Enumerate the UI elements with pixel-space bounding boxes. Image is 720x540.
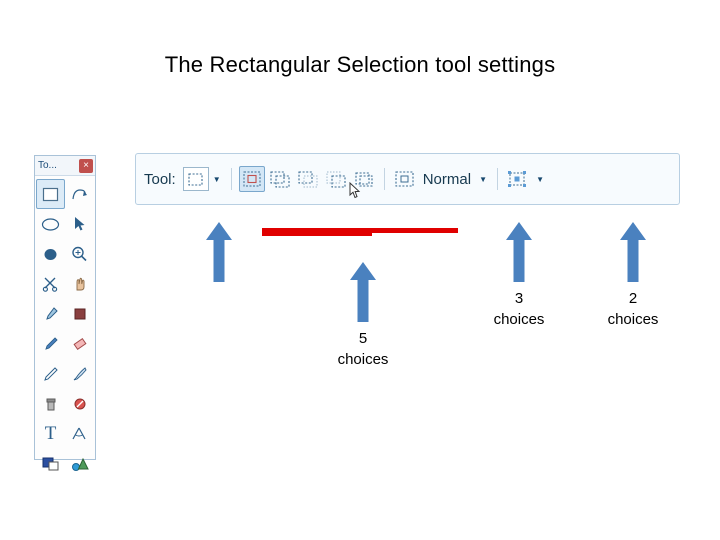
fuzzy-select-tool[interactable] <box>36 239 65 269</box>
toolbar-separator-2 <box>383 168 385 190</box>
annotation-five-choices-label: choices <box>337 351 389 368</box>
arrow-to-tool-dropdown <box>205 222 233 282</box>
measure-tool[interactable] <box>65 419 94 449</box>
annotation-two-choices-count: 2 <box>628 290 638 307</box>
paths-tool[interactable] <box>65 209 94 239</box>
arrow-to-selection-modes <box>349 262 377 322</box>
tool-options-toolbar[interactable]: Tool: ▼ Normal ▼ ▼ <box>135 153 680 205</box>
replace-selection-mode[interactable] <box>238 166 265 192</box>
annotation-five-choices: 5 choices <box>313 328 413 370</box>
subtract-from-selection-mode[interactable] <box>295 166 321 192</box>
chevron-down-icon-tool[interactable]: ▼ <box>212 174 221 184</box>
tool-options-label: Tool: <box>144 170 176 188</box>
bucket-fill-tool[interactable] <box>65 299 94 329</box>
anchor-selection-icon[interactable] <box>505 166 531 192</box>
foreground-color-swatch[interactable] <box>36 449 65 479</box>
paintbrush-tool[interactable] <box>36 329 65 359</box>
annotation-three-choices-count: 3 <box>514 290 524 307</box>
close-icon[interactable]: × <box>79 159 93 173</box>
chevron-down-icon-mode[interactable]: ▼ <box>479 174 487 184</box>
mouse-cursor-icon <box>349 181 361 199</box>
arrow-to-mode-dropdown <box>505 222 533 282</box>
toolbar-separator-3 <box>497 168 499 190</box>
page-title: The Rectangular Selection tool settings <box>164 52 556 77</box>
red-underline-annotation-thick <box>262 233 372 236</box>
text-tool[interactable]: T <box>44 423 57 444</box>
annotation-two-choices-label: choices <box>607 311 659 328</box>
zoom-tool[interactable] <box>65 239 94 269</box>
intersect-with-selection-mode[interactable] <box>323 166 349 192</box>
rectangle-select-tool[interactable] <box>36 179 65 209</box>
palette-title-label: To... <box>38 160 57 171</box>
red-underline-annotation <box>262 228 458 233</box>
add-to-selection-mode[interactable] <box>267 166 293 192</box>
ellipse-select-tool[interactable] <box>36 209 65 239</box>
tool-palette[interactable]: To... × <box>34 155 96 471</box>
eraser-tool[interactable] <box>65 329 94 359</box>
annotation-three-choices-label: choices <box>493 311 545 328</box>
gradient-swatch[interactable] <box>65 449 94 479</box>
pencil-tool[interactable] <box>36 359 65 389</box>
ink-tool[interactable] <box>65 359 94 389</box>
mode-dropdown-label[interactable]: Normal <box>422 170 472 188</box>
scissors-select-tool[interactable] <box>36 269 65 299</box>
toolbar-separator-1 <box>230 168 232 190</box>
dashed-selection-mode[interactable] <box>351 166 377 192</box>
free-select-tool[interactable] <box>65 179 94 209</box>
arrow-to-anchor-dropdown <box>619 222 647 282</box>
smudge-tool[interactable] <box>65 389 94 419</box>
annotation-two-choices: 2 choices <box>583 288 683 330</box>
palette-tool-grid: T <box>35 177 95 471</box>
color-picker-tool[interactable] <box>36 299 65 329</box>
chevron-down-icon-anchor[interactable]: ▼ <box>536 174 544 184</box>
annotation-five-choices-count: 5 <box>358 330 368 347</box>
tool-preview-box[interactable] <box>182 167 209 191</box>
extra-selection-mode[interactable] <box>392 166 418 192</box>
move-tool[interactable] <box>65 269 94 299</box>
clone-tool[interactable] <box>36 389 65 419</box>
annotation-three-choices: 3 choices <box>469 288 569 330</box>
